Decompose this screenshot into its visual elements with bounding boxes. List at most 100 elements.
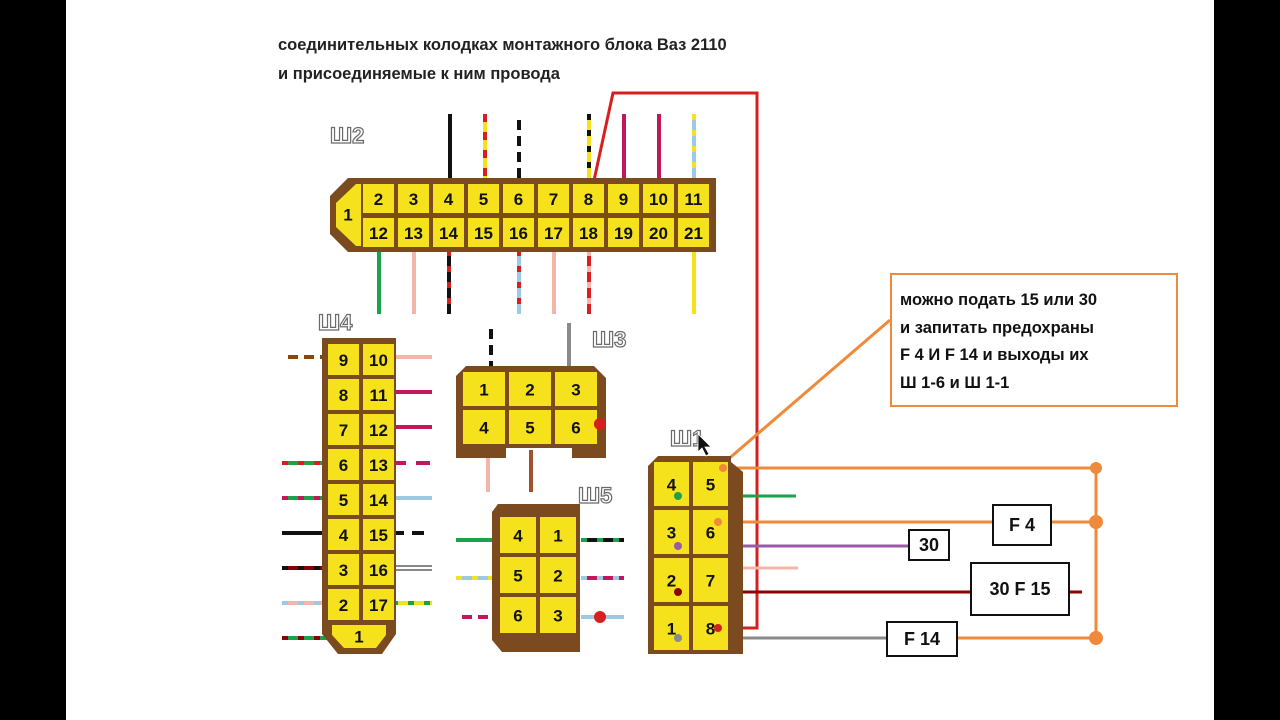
note-line: F 4 И F 14 и выходы их	[900, 346, 1089, 364]
sh2-pin-6: 6	[514, 190, 523, 209]
diagram-canvas: соединительных колодках монтажного блока…	[66, 0, 1214, 720]
sh3-label: Ш3	[592, 327, 626, 352]
junction-dot	[1090, 462, 1102, 474]
sh1-pin-4-cell	[654, 462, 689, 506]
sh3-pin-4: 4	[479, 419, 489, 438]
sh4-pin-15: 15	[369, 526, 388, 545]
sh2-pin-1: 1	[343, 206, 352, 225]
sh2-pin-7: 7	[549, 190, 558, 209]
sh2-pin-20-cell	[643, 218, 674, 247]
sh2-pin-8: 8	[584, 190, 593, 209]
sh2-pin-11-cell	[678, 184, 709, 213]
note-line: и запитать предохраны	[900, 318, 1094, 337]
sh4-pin-2: 2	[339, 596, 348, 615]
sh2-pin-3-cell	[398, 184, 429, 213]
sh1-dot-3	[674, 542, 682, 550]
box-30: 30	[908, 529, 950, 561]
sh2-pin-13-cell	[398, 218, 429, 247]
sh2-pin-3: 3	[409, 190, 418, 209]
sh4-pin-12-cell	[363, 414, 394, 445]
title-line-1: соединительных колодках монтажного блока…	[278, 36, 727, 54]
sh1-dot-6	[714, 518, 722, 526]
sh5-pin-3: 3	[553, 607, 562, 626]
sh5-pin-5: 5	[513, 567, 522, 586]
sh1-pin-8: 8	[706, 620, 715, 639]
sh1-pin-3: 3	[667, 524, 676, 543]
sh3-pin-3: 3	[571, 381, 580, 400]
sh1-pin-1-cell	[654, 606, 689, 650]
sh1-pin-6-cell	[693, 510, 728, 554]
sh4-pin-7-cell	[328, 414, 359, 445]
junction-dot	[1089, 515, 1103, 529]
sh2-pin-6-cell	[503, 184, 534, 213]
sh5-pin-6: 6	[513, 607, 522, 626]
sh1-dot-4	[674, 492, 682, 500]
sh4-pin-12: 12	[369, 421, 388, 440]
sh1-pin-5: 5	[706, 476, 715, 495]
sh5-pin-4-cell	[500, 517, 536, 553]
sh4-pin-3: 3	[339, 561, 348, 580]
sh3-pin-5-cell	[509, 410, 551, 444]
note-line: можно подать 15 или 30	[900, 291, 1098, 309]
sh4-pin-17-cell	[363, 589, 394, 620]
sh2-pin-14-cell	[433, 218, 464, 247]
sh4-pin-11: 11	[370, 386, 388, 405]
sh2-pin-15: 15	[474, 224, 493, 243]
sh1-pin-7: 7	[706, 572, 715, 591]
sh4-pin-8-cell	[328, 379, 359, 410]
sh2-pin-15-cell	[468, 218, 499, 247]
sh1-dot-5	[719, 464, 727, 472]
sh4-bottom-pin	[332, 625, 386, 648]
sh5-pin-4: 4	[513, 527, 523, 546]
sh4-pin-2-cell	[328, 589, 359, 620]
sh2-pin-18: 18	[579, 224, 598, 243]
box-f14: F 14	[886, 621, 958, 657]
sh3-pin-4-cell	[463, 410, 505, 444]
sh4-pin-9-cell	[328, 344, 359, 375]
sh2-pin-18-cell	[573, 218, 604, 247]
sh4-pin-10: 10	[369, 351, 388, 370]
sh4-pin-5-cell	[328, 484, 359, 515]
sh2-label: Ш2	[330, 123, 364, 148]
sh4-pin-10-cell	[363, 344, 394, 375]
sh3-pin-6-cell	[555, 410, 597, 444]
sh4-pin-1: 1	[354, 628, 363, 647]
sh3-pin-1-cell	[463, 372, 505, 406]
sh1-pin-2: 2	[667, 572, 676, 591]
sh2-pin-2: 2	[374, 190, 383, 209]
sh4-pin-5: 5	[339, 491, 348, 510]
sh5-pin-5-cell	[500, 557, 536, 593]
sh2-pin-10-cell	[643, 184, 674, 213]
sh2-pin-10: 10	[649, 190, 668, 209]
sh4-pin-17: 17	[369, 596, 388, 615]
sh4-pin-8: 8	[339, 386, 348, 405]
sh4-pin-13: 13	[369, 456, 388, 475]
box-f4: F 4	[992, 504, 1052, 546]
sh4-label: Ш4	[318, 310, 353, 335]
sh2-pin-7-cell	[538, 184, 569, 213]
sh4-pin-15-cell	[363, 519, 394, 550]
sh5-pin-6-cell	[500, 597, 536, 633]
sh2-pin-14: 14	[439, 224, 458, 243]
sh3-pin-5: 5	[525, 419, 534, 438]
red-wire	[591, 91, 759, 630]
sh4-pin-7: 7	[339, 421, 348, 440]
sh4-pin-14-cell	[363, 484, 394, 515]
sh2-pin-11: 11	[685, 190, 703, 209]
sh1-pin-2-cell	[654, 558, 689, 602]
sh2-pin-13: 13	[404, 224, 423, 243]
sh2-pin-4: 4	[444, 190, 454, 209]
sh2-pin-2-cell	[363, 184, 394, 213]
sh4-pin-9: 9	[339, 351, 348, 370]
sh2-pin-21: 21	[684, 224, 703, 243]
title-line-2: и присоединяемые к ним провода	[278, 65, 560, 83]
sh3-red-dot	[594, 418, 606, 430]
sh4-pin-14: 14	[369, 491, 388, 510]
sh2-pin-4-cell	[433, 184, 464, 213]
sh2-pin-19: 19	[614, 224, 633, 243]
box-30-f15: 30 F 15	[970, 562, 1070, 616]
sh2-side-pin	[336, 184, 361, 246]
